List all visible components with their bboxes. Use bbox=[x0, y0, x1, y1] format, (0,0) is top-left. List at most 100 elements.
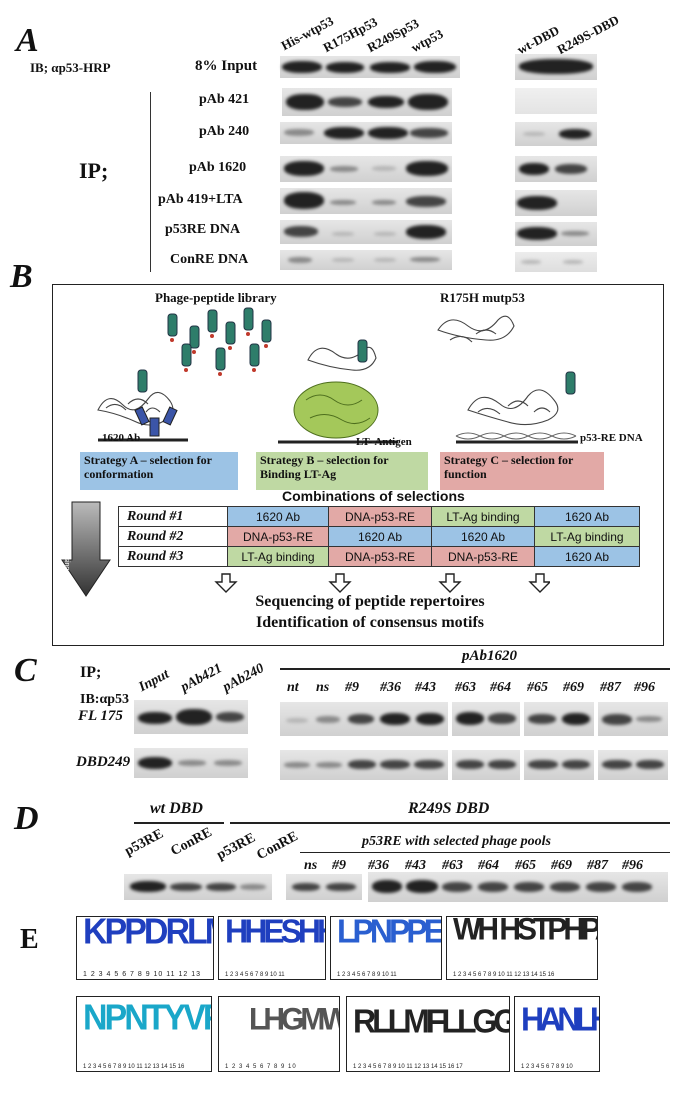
round-row-2: Round #2 DNA-p53-RE 1620 Ab 1620 Ab LT-A… bbox=[118, 526, 640, 547]
round-label: Round #2 bbox=[118, 526, 228, 547]
row-fl175-label: FL 175 bbox=[78, 708, 123, 724]
lane-9: #9 bbox=[345, 680, 359, 695]
panel-a-row-4: pAb 419+LTA bbox=[158, 192, 243, 207]
pab1620-bracket-line bbox=[280, 668, 670, 670]
wt-dbd-label: wt DBD bbox=[150, 800, 203, 817]
round-cell: 1620 Ab bbox=[534, 546, 640, 567]
round-cell: DNA-p53-RE bbox=[328, 506, 432, 527]
round-cell: LT-Ag binding bbox=[227, 546, 329, 567]
blot-c-fl175-c bbox=[524, 702, 594, 736]
lane-d-96: #96 bbox=[622, 858, 643, 873]
round-label: Round #1 bbox=[118, 506, 228, 527]
blot-c-fl175-b bbox=[452, 702, 520, 736]
lane-43: #43 bbox=[415, 680, 436, 695]
blot-c-dbd249-d bbox=[598, 750, 668, 780]
panel-c-letter: C bbox=[14, 652, 37, 689]
panel-a-row-5: p53RE DNA bbox=[165, 222, 241, 237]
logo-ticks: 1 2 3 4 5 6 7 8 9 10 11 bbox=[337, 972, 397, 978]
blot-a-pab419 bbox=[280, 188, 452, 214]
lane-pab240: pAb240 bbox=[220, 661, 267, 696]
round-cell: 1620 Ab bbox=[227, 506, 329, 527]
lane-d-9: #9 bbox=[332, 858, 346, 873]
consensus-text: Identification of consensus motifs bbox=[255, 614, 484, 631]
round-label: Round #3 bbox=[118, 546, 228, 567]
blot-c-dbd249-b bbox=[452, 750, 520, 780]
blot-c-fl175-d bbox=[598, 702, 668, 736]
round-cell: DNA-p53-RE bbox=[328, 546, 432, 567]
ab-1620-label: 1620 Ab bbox=[102, 432, 141, 444]
blot-a-pab1620 bbox=[280, 156, 452, 182]
round-cell: DNA-p53-RE bbox=[227, 526, 329, 547]
panel-a-row-2: pAb 240 bbox=[199, 124, 250, 139]
panel-a-lane-6: R249S-DBD bbox=[554, 11, 622, 58]
panel-a-bracket bbox=[150, 92, 151, 272]
logo-letters: HHESHHKT bbox=[225, 916, 325, 950]
pab1620-group-label: pAb1620 bbox=[462, 648, 518, 664]
pool-label: p53RE with selected phage pools bbox=[362, 834, 551, 849]
mutp53-label: R175H mutp53 bbox=[440, 290, 525, 305]
sequence-logo-5: NPNTYVPHMMRGH 1 2 3 4 5 6 7 8 9 10 11 12… bbox=[76, 996, 212, 1072]
blot-c-dbd249-a bbox=[280, 750, 448, 780]
round-row-1: Round #1 1620 Ab DNA-p53-RE LT-Ag bindin… bbox=[118, 506, 640, 527]
blot-a-pab419-dbd bbox=[515, 190, 597, 216]
lane-65: #65 bbox=[527, 680, 548, 695]
logo-letters: NPNTYVPHMMRGH bbox=[83, 998, 211, 1038]
panel-d-letter: D bbox=[14, 800, 39, 837]
logo-ticks: 1 2 3 4 5 6 7 8 9 10 11 12 13 14 15 16 1… bbox=[353, 1064, 463, 1070]
blot-a-pab240 bbox=[280, 122, 452, 144]
pool-line bbox=[300, 852, 670, 853]
lane-d-64: #64 bbox=[478, 858, 499, 873]
down-arrows bbox=[214, 573, 550, 593]
sequence-logo-2: HHESHHKT 1 2 3 4 5 6 7 8 9 10 11 bbox=[218, 916, 326, 980]
sequencing-text: Sequencing of peptide repertoires bbox=[255, 593, 485, 610]
panel-b-box bbox=[52, 284, 664, 646]
blot-a-p53re bbox=[280, 220, 452, 244]
panel-a-row-6: ConRE DNA bbox=[170, 252, 249, 267]
r249s-dbd-line bbox=[230, 822, 670, 824]
blot-c-dbd249-c bbox=[524, 750, 594, 780]
logo-ticks: 1 2 3 4 5 6 7 8 9 10 bbox=[521, 1064, 573, 1070]
round-row-3: Round #3 LT-Ag binding DNA-p53-RE DNA-p5… bbox=[118, 546, 640, 567]
blot-d-wt bbox=[124, 874, 272, 900]
logo-ticks: 1 2 3 4 5 6 7 8 9 10 11 12 13 14 15 16 bbox=[83, 1064, 185, 1070]
strategy-c-box: Strategy C – selection for function bbox=[440, 452, 604, 490]
logo-ticks: 1 2 3 4 5 6 7 8 9 10 bbox=[225, 1064, 297, 1070]
sequence-logo-4: WH HSTPHPADT 1 2 3 4 5 6 7 8 9 10 11 12 … bbox=[446, 916, 598, 980]
blot-a-input bbox=[280, 56, 460, 78]
lane-ns: ns bbox=[316, 680, 330, 695]
round-cell: LT-Ag binding bbox=[431, 506, 535, 527]
sequence-logo-7: RLLMFLLGGGR 1 2 3 4 5 6 7 8 9 10 11 12 1… bbox=[346, 996, 510, 1072]
logo-ticks: 1 2 3 4 5 6 7 8 9 10 11 bbox=[225, 972, 285, 978]
stringency-arrow bbox=[61, 501, 111, 597]
lane-d-87: #87 bbox=[587, 858, 608, 873]
lane-input: Input bbox=[136, 666, 172, 696]
blot-a-pab421-dbd bbox=[515, 88, 597, 114]
lane-d-ns: ns bbox=[304, 858, 318, 873]
panel-e-letter: E bbox=[20, 924, 39, 955]
logo-letters: WH HSTPHPADT bbox=[453, 916, 597, 947]
lane-63: #63 bbox=[455, 680, 476, 695]
panel-a-row-3: pAb 1620 bbox=[189, 160, 247, 175]
lane-96: #96 bbox=[634, 680, 655, 695]
round-cell: LT-Ag binding bbox=[534, 526, 640, 547]
lane-pab421: pAb421 bbox=[178, 661, 225, 696]
selection-schematics bbox=[97, 307, 578, 444]
strategy-b-box: Strategy B – selection for Binding LT-Ag bbox=[256, 452, 428, 490]
lane-d-p53re-wt: p53RE bbox=[122, 826, 166, 860]
blot-a-conre bbox=[280, 250, 452, 270]
round-cell: DNA-p53-RE bbox=[431, 546, 535, 567]
lane-36: #36 bbox=[380, 680, 401, 695]
round-cell: 1620 Ab bbox=[431, 526, 535, 547]
blot-a-pab1620-dbd bbox=[515, 156, 597, 182]
strategy-a-box: Strategy A – selection for conformation bbox=[80, 452, 238, 490]
lane-d-63: #63 bbox=[442, 858, 463, 873]
lane-64: #64 bbox=[490, 680, 511, 695]
logo-ticks: 1 2 3 4 5 6 7 8 9 10 11 12 13 bbox=[83, 971, 202, 978]
panel-c-ib-label: IB:αp53 bbox=[80, 692, 130, 707]
panel-a-letter: A bbox=[16, 22, 39, 59]
blot-a-pab421 bbox=[282, 88, 452, 116]
row-dbd249-label: DBD249 bbox=[76, 754, 131, 770]
panel-a-input-label: 8% Input bbox=[195, 58, 258, 74]
sequence-logo-6: LHGMW 1 2 3 4 5 6 7 8 9 10 bbox=[218, 996, 340, 1072]
combinations-title: Combinations of selections bbox=[282, 488, 465, 504]
